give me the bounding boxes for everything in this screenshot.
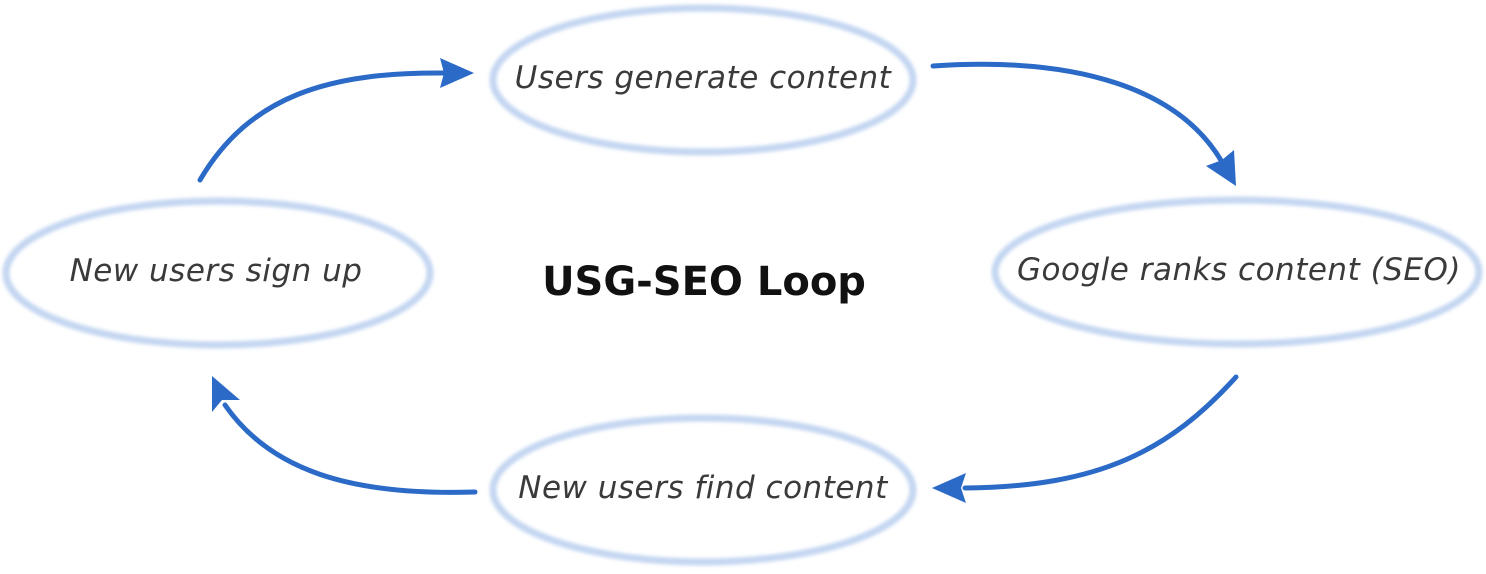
arrow-signup-to-generate — [197, 58, 474, 183]
arrowhead — [440, 58, 474, 88]
arrow-find-to-signup — [212, 376, 478, 495]
arrow-google-to-find — [932, 374, 1239, 503]
node-label: New users find content — [518, 470, 889, 506]
node-label: Users generate content — [515, 60, 893, 96]
arrow-line — [222, 402, 478, 495]
arrow-line — [930, 61, 1225, 165]
arrowhead — [212, 376, 240, 412]
node-label: New users sign up — [70, 253, 363, 289]
node-ring — [2, 197, 434, 349]
arrow-line — [197, 70, 448, 183]
diagram-title: USG-SEO Loop — [542, 259, 866, 305]
node-new-users-sign-up: New users sign up — [2, 197, 434, 349]
arrow-generate-to-google — [930, 61, 1236, 186]
node-ring — [991, 196, 1483, 348]
node-users-generate-content: Users generate content — [489, 4, 917, 156]
arrow-line — [962, 374, 1239, 491]
node-ring — [489, 414, 917, 566]
node-ring — [489, 4, 917, 156]
arrowhead — [932, 473, 966, 503]
node-google-ranks-content: Google ranks content (SEO) — [991, 196, 1483, 348]
arrowhead — [1206, 150, 1236, 186]
node-label: Google ranks content (SEO) — [1017, 252, 1461, 288]
node-new-users-find-content: New users find content — [489, 414, 917, 566]
